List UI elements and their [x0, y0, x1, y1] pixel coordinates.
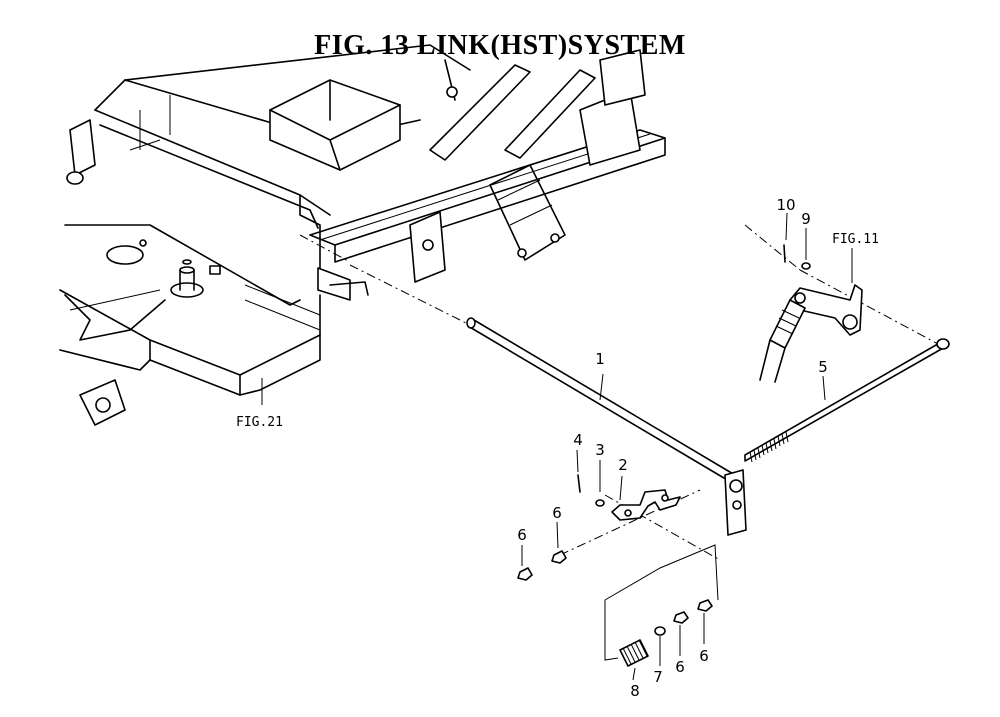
spring-8	[619, 639, 649, 667]
frame-assembly	[66, 44, 666, 291]
callout-10: 10	[776, 196, 795, 214]
washer-7	[654, 626, 666, 636]
ref-fig21: FIG.21	[236, 415, 283, 430]
callout-2: 2	[618, 456, 628, 474]
figure-title: FIG. 13 LINK(HST)SYSTEM	[314, 30, 686, 61]
ref-fig11: FIG.11	[832, 232, 879, 247]
callout-6-left: 6	[517, 526, 527, 544]
callout-6-mid: 6	[552, 504, 562, 522]
small-hardware	[577, 244, 811, 507]
callout-6-lower: 6	[675, 658, 685, 676]
callout-3: 3	[595, 441, 605, 459]
part-1-rod	[466, 317, 747, 536]
callout-7: 7	[653, 668, 663, 686]
nuts	[517, 550, 713, 624]
callout-1: 1	[595, 350, 605, 368]
part-5-threaded-rod	[744, 338, 950, 463]
subgroup-bracket-top	[604, 544, 719, 601]
callout-6-right: 6	[699, 647, 709, 665]
subgroup-bracket-left	[604, 600, 619, 661]
hst-arm-assembly	[759, 284, 863, 383]
callout-8: 8	[630, 682, 640, 700]
part-2-bracket	[611, 489, 681, 521]
deck-frame	[59, 224, 369, 426]
callout-9: 9	[801, 210, 811, 228]
callout-4: 4	[573, 431, 583, 449]
callout-5: 5	[818, 358, 828, 376]
leader-lines	[261, 212, 853, 681]
